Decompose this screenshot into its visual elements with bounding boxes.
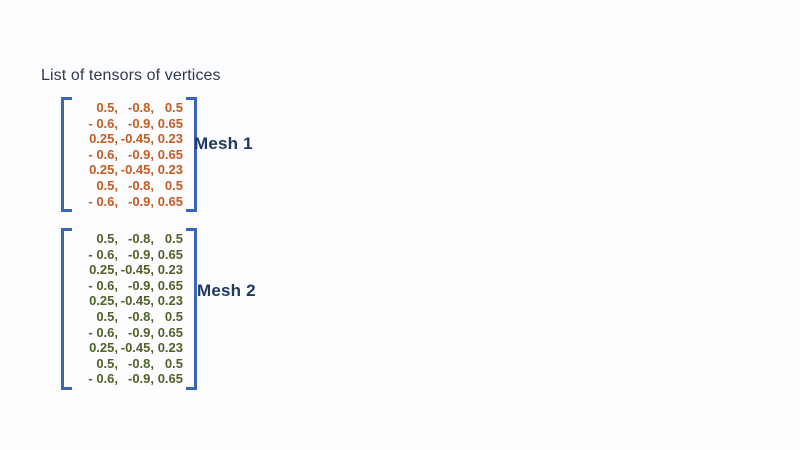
matrix-cell: 0.5 [164, 355, 183, 371]
matrix-cell: -0.8, [127, 100, 154, 115]
matrix-cell: -0.9, [127, 277, 154, 293]
mesh1-label: Mesh 1 [194, 134, 253, 153]
matrix-cell: -0.9, [127, 115, 154, 131]
matrix-cell: -0.9, [127, 193, 154, 209]
matrix-cell: 0.5 [164, 177, 183, 193]
matrix-cell: -0.9, [127, 146, 154, 162]
matrix-cell: 0.25, [89, 131, 118, 147]
matrix-cell: 0.5 [164, 308, 183, 324]
matrix-cell: 0.65 [157, 115, 183, 131]
matrix-cell: - 0.6, [88, 324, 118, 340]
matrix-cell: -0.45, [120, 131, 154, 147]
right-bracket-icon [186, 97, 197, 213]
matrix-cell: 0.65 [157, 193, 183, 209]
matrix-cell: 0.65 [157, 371, 183, 387]
matrix-cell: - 0.6, [88, 371, 118, 387]
matrix-cell: -0.8, [127, 177, 154, 193]
matrix-cell: - 0.6, [88, 115, 118, 131]
matrix-cell: 0.5 [164, 100, 183, 115]
matrix-cell: -0.45, [120, 293, 154, 309]
matrix-cell: 0.5, [96, 355, 118, 371]
matrix-cell: - 0.6, [88, 193, 118, 209]
left-bracket-icon [61, 97, 72, 213]
matrix-cell: -0.8, [127, 355, 154, 371]
page-title: List of tensors of vertices [41, 67, 221, 84]
matrix-cell: 0.25, [89, 162, 118, 178]
matrix-cell: 0.25, [89, 340, 118, 356]
matrix-cell: -0.9, [127, 371, 154, 387]
matrix-cell: - 0.6, [88, 146, 118, 162]
matrix-cell: 0.23 [157, 340, 183, 356]
matrix-cell: - 0.6, [88, 277, 118, 293]
matrix-cell: -0.8, [127, 231, 154, 246]
matrix-cell: - 0.6, [88, 246, 118, 262]
matrix-cell: -0.45, [120, 340, 154, 356]
matrix-cell: -0.45, [120, 162, 154, 178]
matrix-cell: 0.65 [157, 277, 183, 293]
mesh2-label: Mesh 2 [197, 281, 256, 300]
matrix-cell: 0.23 [157, 162, 183, 178]
left-bracket-icon [61, 228, 72, 390]
matrix-cell: -0.9, [127, 324, 154, 340]
matrix-cell: -0.8, [127, 308, 154, 324]
matrix-cell: 0.5, [96, 308, 118, 324]
matrix-cell: 0.65 [157, 324, 183, 340]
matrix-cell: 0.65 [157, 146, 183, 162]
matrix-cell: 0.65 [157, 246, 183, 262]
matrix-cell: 0.23 [157, 131, 183, 147]
matrix-cell: 0.23 [157, 293, 183, 309]
matrix-cell: 0.5, [96, 100, 118, 115]
matrix-cell: 0.25, [89, 293, 118, 309]
matrix-cell: 0.5, [96, 177, 118, 193]
matrix-cell: 0.5 [164, 231, 183, 246]
matrix-cell: -0.45, [120, 262, 154, 278]
matrix-cell: 0.5, [96, 231, 118, 246]
matrix-cell: -0.9, [127, 246, 154, 262]
matrix-cell: 0.23 [157, 262, 183, 278]
matrix-cell: 0.25, [89, 262, 118, 278]
right-bracket-icon [186, 228, 197, 390]
